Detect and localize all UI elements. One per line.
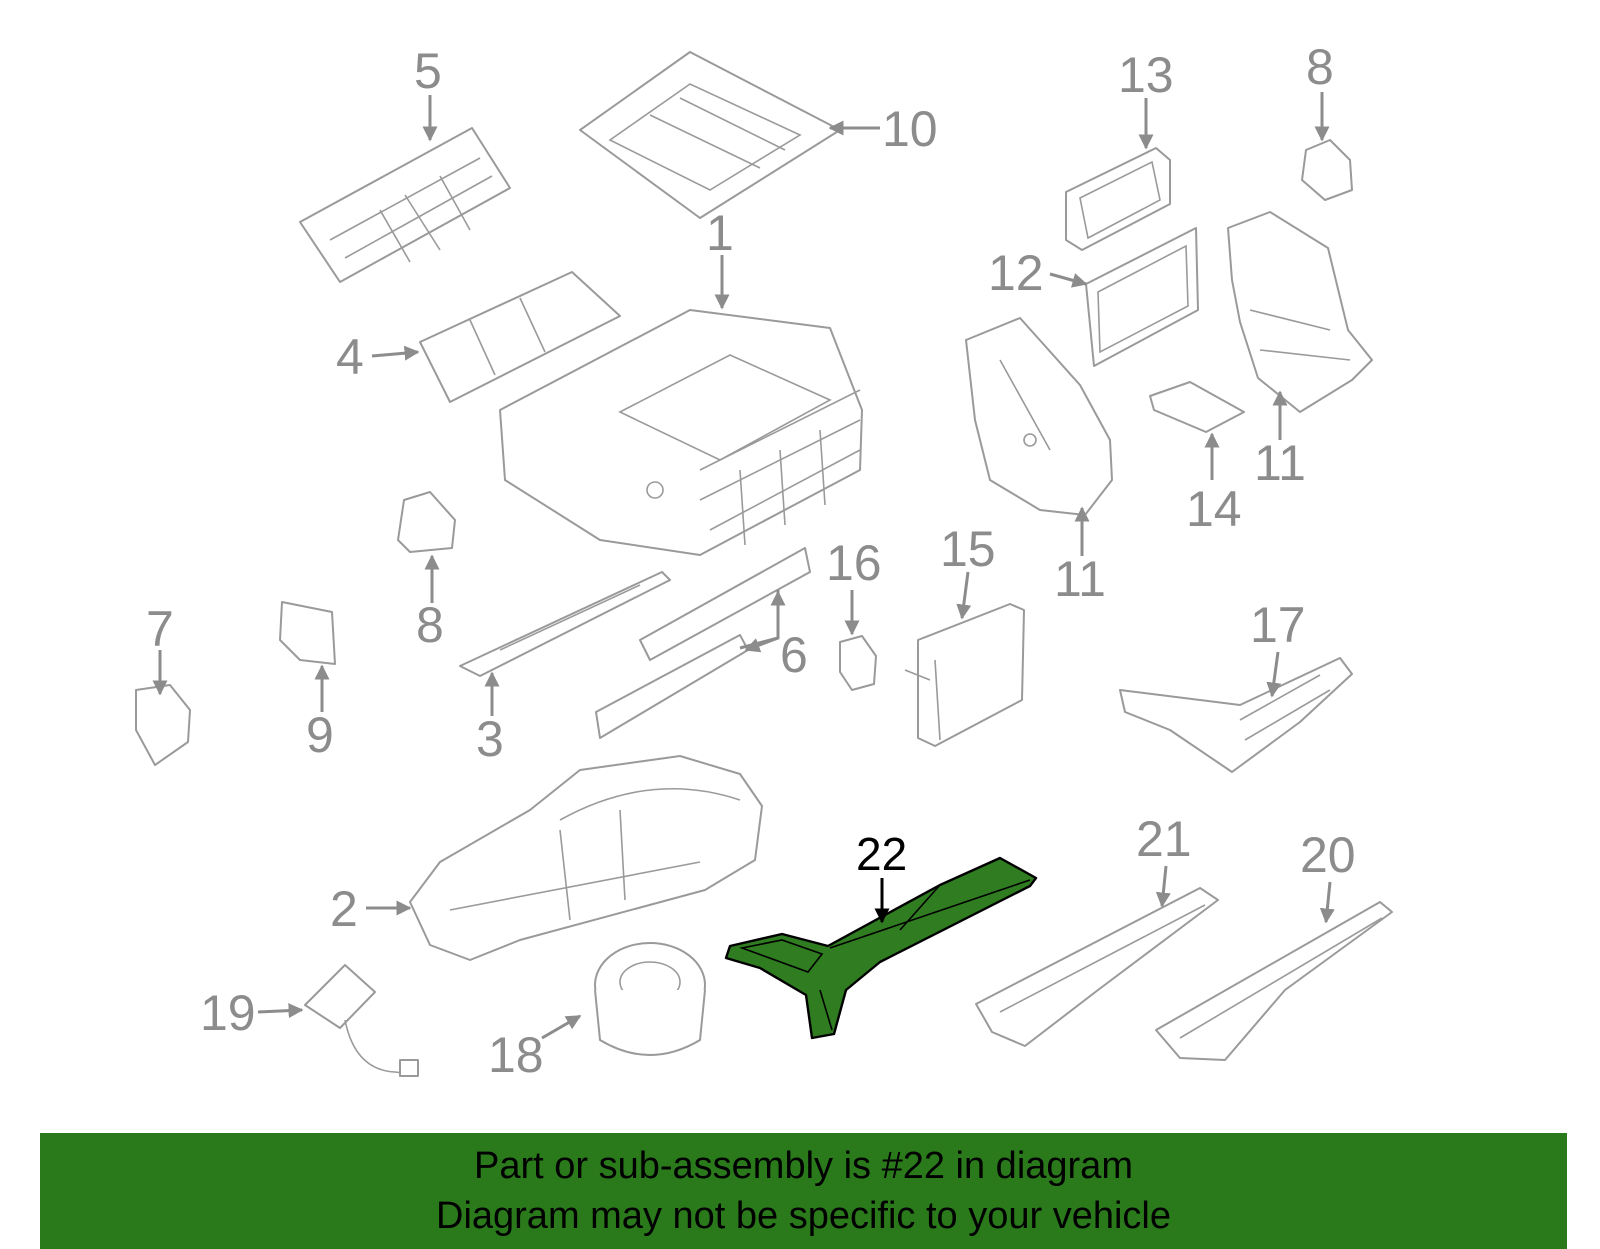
callout-12: 12 (988, 245, 1044, 301)
part-17-heater-core (1119, 657, 1353, 773)
callout-6: 6 (780, 627, 808, 683)
callout-1: 1 (706, 205, 734, 261)
arrow-19 (257, 1003, 304, 1019)
arrow-15 (956, 571, 972, 620)
arrow-18 (541, 1014, 582, 1040)
part-10-cover (579, 51, 841, 219)
part-11-housing-right (1227, 211, 1373, 413)
part-18-blower-motor (594, 942, 706, 1056)
arrow-12 (1049, 272, 1088, 288)
banner-line-2: Diagram may not be specific to your vehi… (436, 1195, 1171, 1237)
part-2-lower-case (409, 755, 763, 961)
callout-9: 9 (306, 707, 334, 763)
callout-8-left: 8 (416, 597, 444, 653)
part-1-hvac-case (499, 309, 863, 556)
part-11-housing-center (965, 317, 1113, 516)
part-15-evaporator (904, 603, 1025, 747)
callout-11-right: 11 (1254, 435, 1306, 491)
callout-10: 10 (882, 101, 938, 157)
part-21-duct (975, 887, 1219, 1047)
callout-4: 4 (336, 329, 364, 385)
callout-20: 20 (1300, 827, 1356, 883)
part-8-actuator-left (397, 491, 456, 553)
callout-13: 13 (1118, 47, 1174, 103)
banner-line-1: Part or sub-assembly is #22 in diagram (474, 1145, 1133, 1187)
callout-22-highlighted: 22 (856, 828, 907, 880)
part-7-actuator (135, 684, 191, 766)
arrow-21 (1155, 865, 1171, 908)
arrow-4 (371, 345, 420, 361)
callout-2: 2 (330, 881, 358, 937)
part-9-bracket (279, 601, 336, 665)
callout-19: 19 (200, 985, 256, 1041)
part-6-strips (595, 547, 811, 739)
info-banner: Part or sub-assembly is #22 in diagram D… (40, 1133, 1567, 1249)
callout-3: 3 (476, 711, 504, 767)
callout-21: 21 (1136, 811, 1192, 867)
part-14-block (1149, 381, 1245, 433)
part-19-harness (304, 964, 419, 1077)
callout-18: 18 (488, 1027, 544, 1083)
callout-16: 16 (826, 535, 882, 591)
part-8-actuator-right (1301, 139, 1353, 201)
part-3-strip (459, 571, 671, 677)
callout-7: 7 (146, 601, 174, 657)
callout-15: 15 (940, 521, 996, 577)
part-22-highlighted (724, 856, 1038, 1040)
leader-arrows (152, 92, 1335, 1040)
callout-11-center: 11 (1054, 551, 1106, 607)
part-4-filter (419, 271, 621, 403)
callout-14: 14 (1186, 481, 1242, 537)
arrow-17 (1266, 651, 1282, 698)
callout-8-right: 8 (1306, 39, 1334, 95)
callout-5: 5 (414, 43, 442, 99)
part-20-duct (1155, 901, 1393, 1061)
callout-labels: 5 10 1 4 8 7 9 3 6 16 15 17 13 12 11 8 1… (146, 39, 1356, 1083)
part-13-frame (1065, 147, 1171, 251)
part-12-filter (1085, 227, 1199, 367)
part-16-valve (839, 635, 877, 691)
part-5-panel (299, 127, 511, 283)
arrow-20 (1319, 881, 1335, 924)
callout-17: 17 (1250, 597, 1306, 653)
